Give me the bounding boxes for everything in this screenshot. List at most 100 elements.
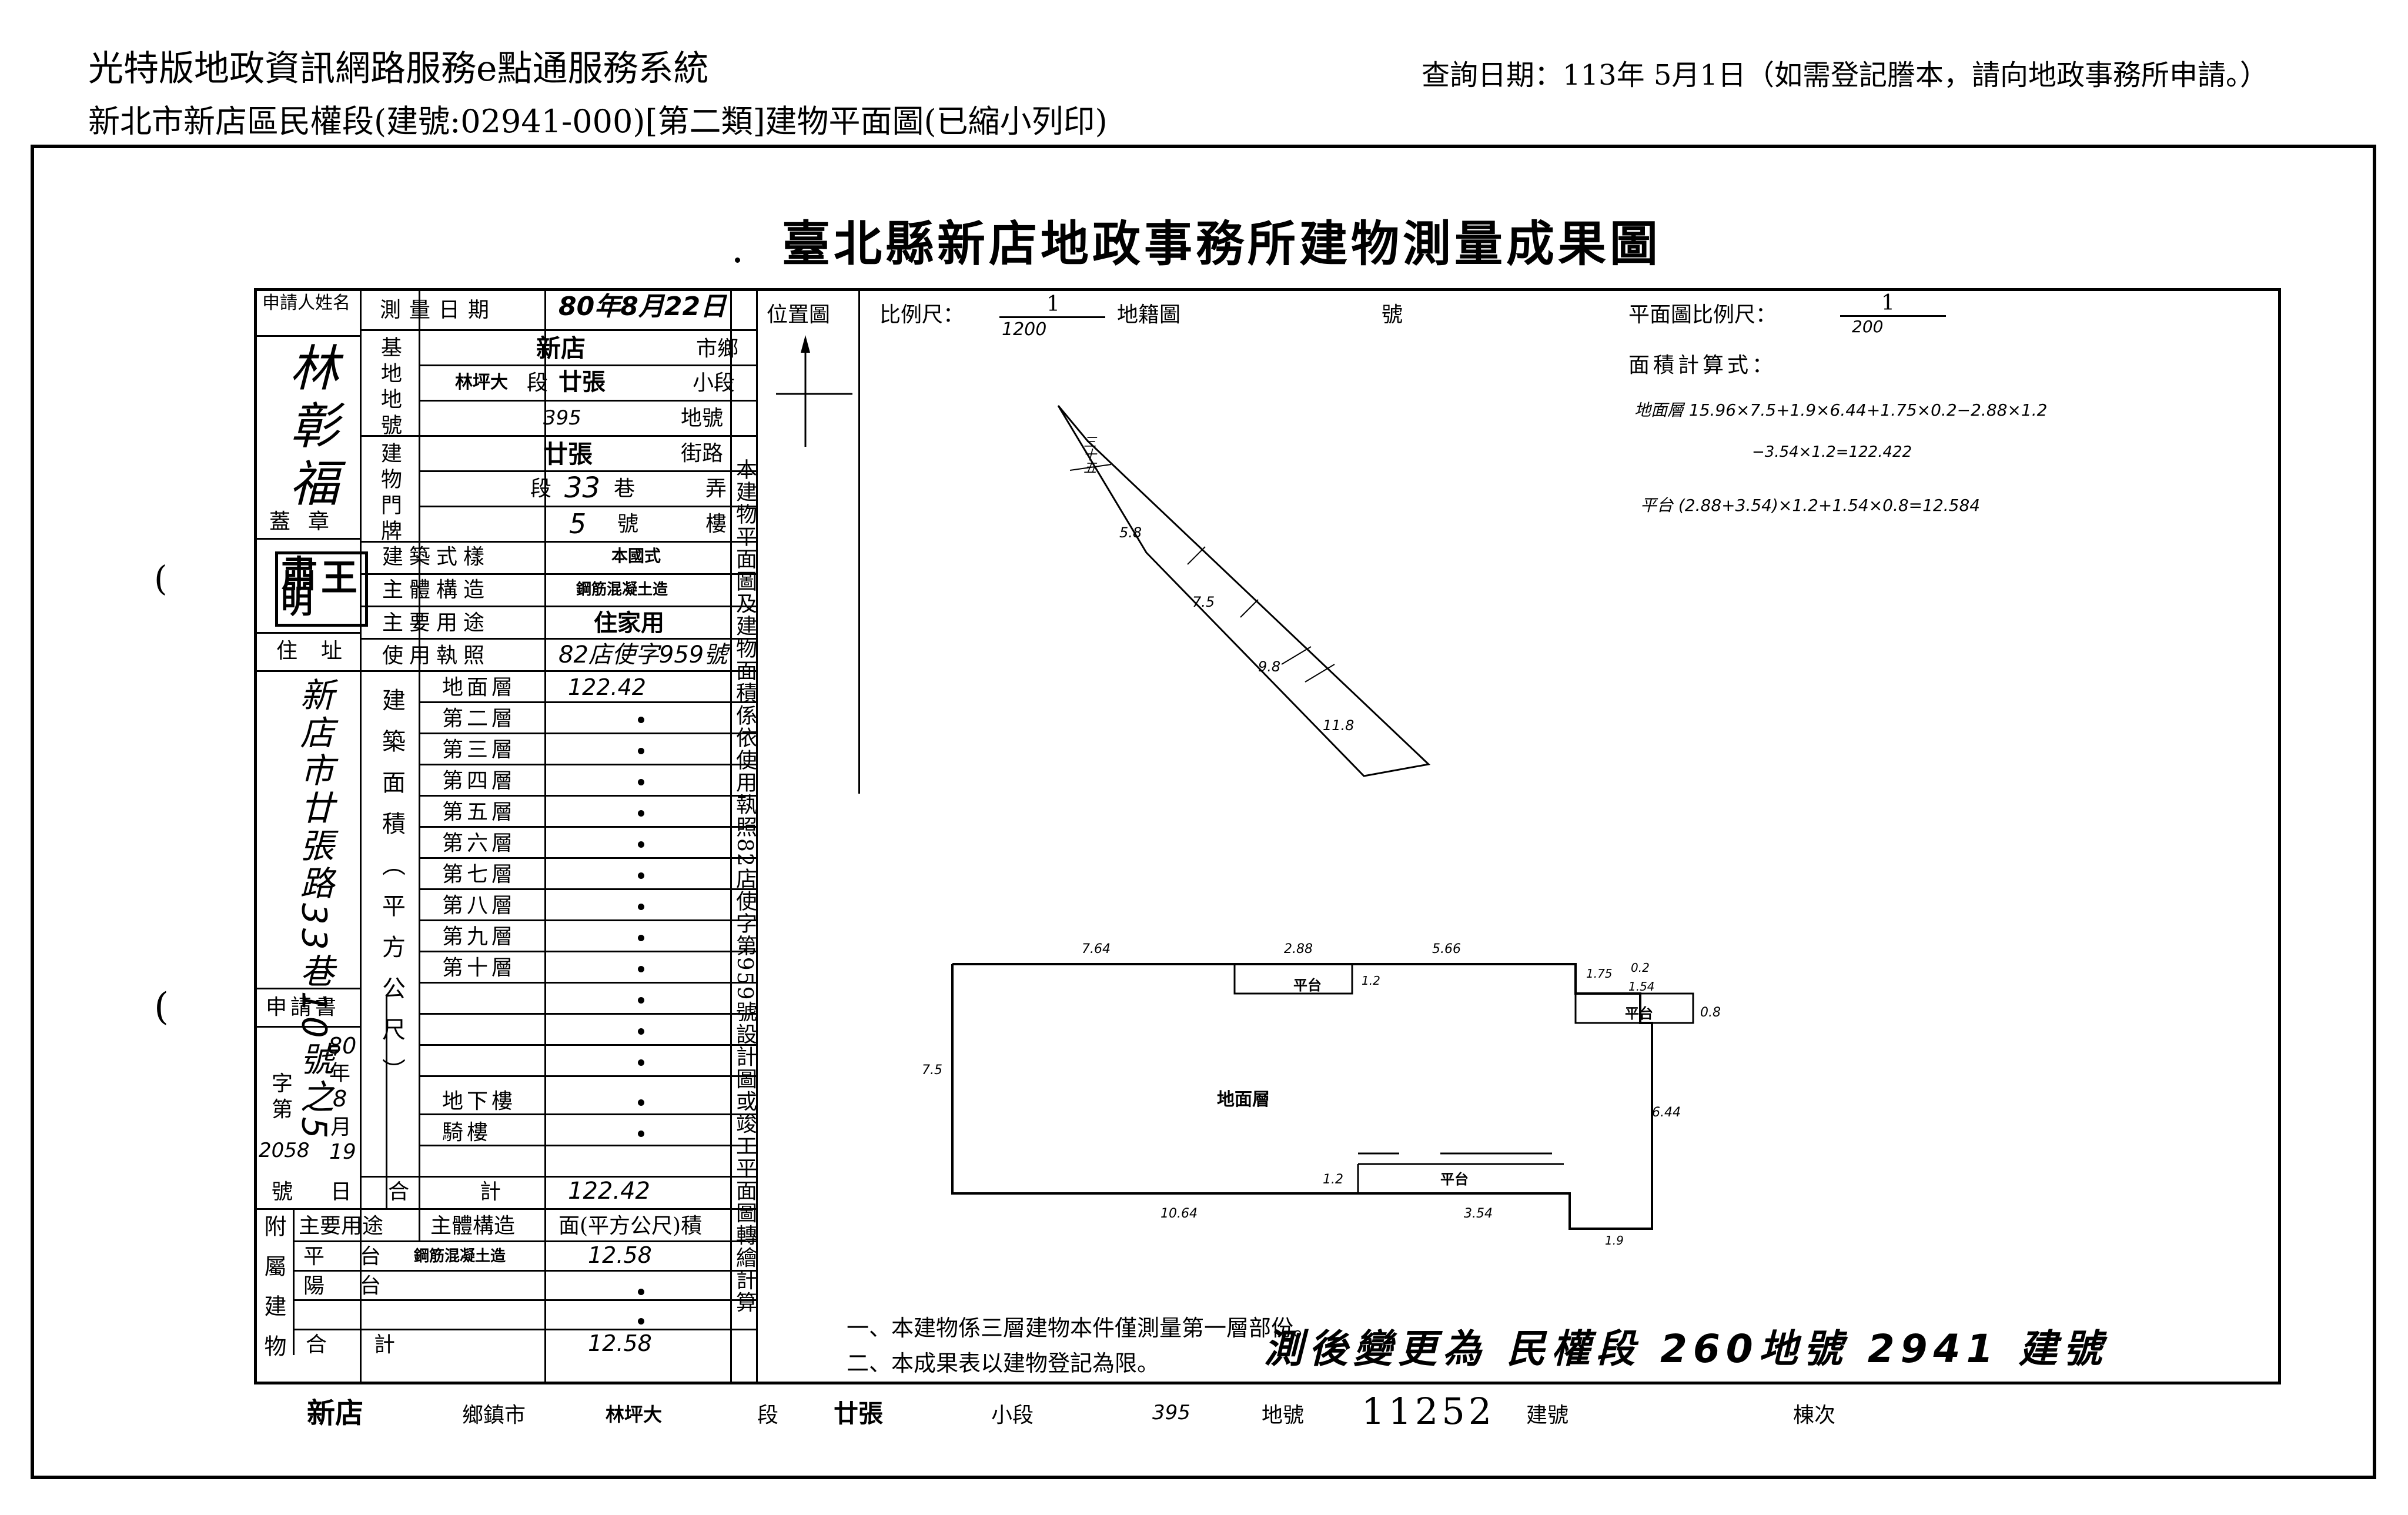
floor-area-dot [638,997,644,1004]
attached-area-dot [638,1289,644,1295]
formula-line: −3.54×1.2=122.422 [1752,443,1912,461]
floor-label: 第六層 [442,831,517,855]
parcel-value: 7.5 [1192,594,1215,610]
floor-label: 第五層 [442,800,517,824]
application-year-value: 80 [328,1033,357,1059]
footer-district-label: 鄉鎮市 [462,1403,526,1427]
floor-label: 第七層 [442,862,517,887]
note-line: 二、本成果表以建物登記為限。 [847,1350,1160,1376]
door-lane: 33 [564,471,601,504]
total-label: 合計 [388,1180,572,1204]
total-value: 122.42 [568,1178,650,1205]
area-formula-label: 面積計算式： [1628,353,1777,377]
footer-lot-label: 地號 [1262,1403,1305,1427]
floor-plan-floor-label: 地面層 [1217,1089,1270,1110]
footer-building-label: 建號 [1526,1403,1569,1427]
base-lot: 395 [543,406,581,430]
footer-section: 林坪大 [606,1403,663,1426]
base-section-suffix: 段 [527,371,549,395]
row-value: 住家用 [594,609,664,637]
floor-label: 第二層 [442,707,517,731]
row-value: 本國式 [611,546,661,566]
row-label: 主要用途 [382,611,491,635]
applicant-label: 申請人姓名 [262,293,350,313]
footer-section-label: 段 [757,1403,779,1427]
floor-area-dot [638,748,644,754]
floor-area-dot [638,966,644,972]
floor-plan-scale-label: 平面圖比例尺： [1628,303,1777,327]
row-label: 使用執照 [382,644,491,668]
platform-label: 平台 [1293,976,1322,994]
footer-subsection-label: 小段 [991,1403,1034,1427]
cadastral-label: 地籍圖 [1117,303,1181,327]
application-unit-year: 年 [329,1061,351,1085]
door-number-label: 號 [617,512,639,536]
binder-hole-icon: ( [154,558,168,598]
door-floor-label: 樓 [705,512,727,536]
application-unit-day: 日 [330,1180,352,1204]
row-label: 建築式樣 [382,545,491,569]
attached-header: 面(平方公尺)積 [558,1214,703,1238]
floor-area-dot [638,841,644,848]
application-unit-month: 月 [330,1115,352,1139]
location-scale-label: 比例尺： [879,303,965,327]
platform-label: 平台 [1625,1005,1653,1022]
floor-area-dot [638,1059,644,1066]
attached-total-label: 合計 [306,1333,443,1357]
application-unit-zi: 字 [272,1072,293,1096]
survey-date-value: 80年8月22日 [558,292,727,322]
attached-area: 12.58 [588,1242,652,1268]
location-scale-den: 1200 [1002,319,1047,340]
survey-date-label: 測量日期 [380,298,498,322]
floor-label: 第九層 [442,925,517,949]
door-lane-label-xiang: 巷 [614,477,636,501]
floor-area-dot [638,810,644,817]
location-scale-num: 1 [1046,292,1060,316]
application-number-value: 2058 [259,1139,310,1162]
attached-header: 主要用途 [299,1214,384,1238]
door-number: 5 [569,508,587,540]
floor-label: 騎樓 [442,1121,492,1145]
footer-building-number: 11252 [1362,1390,1496,1433]
dimension-bottom: 1.2 [1362,974,1380,988]
floor-area-dot [638,1131,644,1137]
attached-area-dot [638,1318,644,1325]
door-lane-label-nong: 弄 [705,477,727,501]
floor-area-dot [638,1099,644,1106]
door-road: 廿張 [543,440,593,469]
floor-plan-drawing [951,963,1694,1230]
door-road-suffix: 街路 [681,442,724,466]
floor-area-dot [638,717,644,723]
address-label: 住址 [276,639,366,663]
dimension-bottom: 1.2 [1323,1172,1343,1187]
base-district: 新店 [536,334,586,363]
base-section: 林坪大 [455,372,508,393]
parcel-value: 11.8 [1323,717,1354,734]
doorplate-label: 建物門牌 [377,442,402,546]
footer-unit-label: 棟次 [1793,1403,1836,1427]
platform-label: 平台 [1440,1170,1469,1188]
dimension-side: 1.9 [1605,1233,1624,1248]
dimension-side: 6.44 [1652,1105,1681,1120]
floor-area-dot [638,779,644,785]
system-name: 光特版地政資訊網路服務e點通服務系統 [88,48,709,89]
document-frame [31,145,2376,1479]
formula-line: 平台 (2.88+3.54)×1.2+1.54×0.8=12.584 [1640,496,1981,515]
seal-char: 王 [321,556,358,599]
footer-district: 新店 [307,1397,364,1430]
change-note: 測後變更為 民權段 260地號 2941 建號 [1264,1326,2108,1372]
floor-area-dot [638,872,644,879]
dimension-top: 2.88 [1284,942,1313,957]
dimension-bottom: 3.54 [1464,1206,1493,1221]
floor-label: 第八層 [442,894,517,918]
footer-lot: 395 [1152,1401,1190,1424]
dimension-top: 0.2 [1631,961,1650,975]
footer-subsection: 廿張 [834,1399,884,1428]
attached-header: 主體構造 [430,1214,516,1238]
floor-area-dot [638,904,644,910]
document-title: 臺北縣新店地政事務所建物測量成果圖 [782,216,1662,272]
floor-label: 第十層 [442,956,517,980]
base-lot-suffix: 地號 [681,406,724,430]
application-day-value: 19 [329,1140,356,1164]
query-info: 查詢日期：113年 5月1日（如需登記謄本，請向地政事務所申請。） [1422,59,2268,92]
